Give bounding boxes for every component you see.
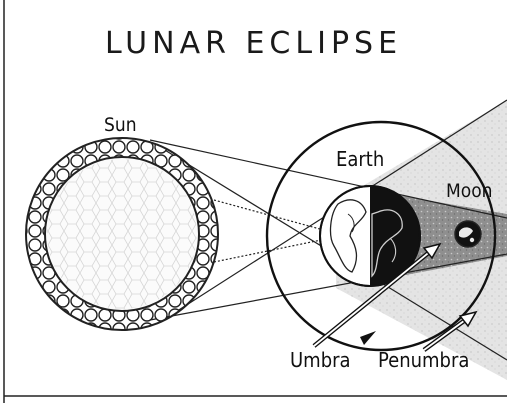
sun-label: Sun	[104, 114, 137, 136]
earth-label: Earth	[336, 147, 384, 171]
sun	[26, 138, 218, 330]
orbit-direction-arrow	[360, 331, 376, 345]
penumbra-label: Penumbra	[378, 348, 469, 372]
moon-label: Moon	[446, 180, 493, 202]
umbra-label: Umbra	[290, 348, 351, 372]
moon	[455, 221, 481, 247]
diagram-title: LUNAR ECLIPSE	[0, 26, 507, 61]
